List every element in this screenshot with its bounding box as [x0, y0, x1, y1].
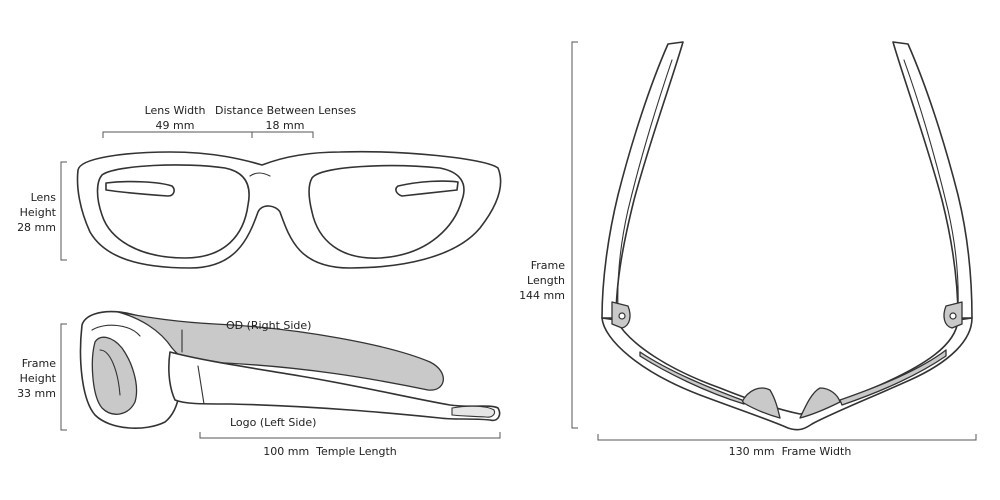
front-view-glasses: [76, 150, 502, 269]
top-right-hinge-screw: [949, 312, 957, 320]
lens-height-label: Lens Height 28 mm: [0, 190, 56, 235]
side-temple-inner: [117, 311, 444, 391]
frame-height-title-2: Height: [19, 372, 56, 385]
top-right-nose-pad: [799, 387, 841, 419]
left-side-label: Logo (Left Side): [230, 416, 317, 429]
bridge-title: Distance Between Lenses: [215, 104, 357, 117]
bridge-label: Distance Between Lenses 18 mm: [215, 103, 357, 133]
lens-width-value: 49 mm: [155, 119, 195, 132]
top-right-temple: [892, 41, 973, 319]
frame-length-line: [571, 41, 578, 429]
side-lens-shading: [91, 336, 138, 415]
lens-height-value: 28 mm: [17, 221, 56, 234]
top-left-hinge-screw: [618, 312, 626, 320]
frame-width-title: Frame Width: [781, 445, 852, 458]
frame-width-label: 130 mm Frame Width: [690, 444, 890, 459]
lens-height-title-2: Height: [19, 206, 56, 219]
frame-width-line: [597, 434, 977, 441]
frame-length-title-2: Length: [527, 274, 565, 287]
top-left-temple: [601, 41, 684, 319]
top-view-glasses: [601, 41, 973, 431]
top-dimension-lines: [571, 41, 977, 441]
front-dimension-lines: [60, 131, 314, 261]
lens-height-line: [60, 161, 67, 261]
right-side-label: OD (Right Side): [226, 319, 312, 332]
temple-length-title: Temple Length: [316, 445, 397, 458]
lens-height-title-1: Lens: [30, 191, 56, 204]
top-right-lens-edge: [839, 349, 947, 406]
front-bridge-line: [249, 172, 271, 177]
bridge-line: [251, 131, 314, 138]
front-right-temple-hint: [395, 180, 459, 197]
lens-width-title: Lens Width: [144, 104, 206, 117]
top-left-lens-edge: [639, 351, 745, 405]
side-logo-slot: [451, 405, 496, 418]
top-right-temple-inner: [903, 59, 959, 311]
side-lens-detail: [99, 349, 121, 396]
temple-length-label: 100 mm Temple Length: [210, 444, 450, 459]
top-left-nose-pad: [741, 387, 781, 419]
lens-width-label: Lens Width 49 mm: [120, 103, 230, 133]
side-dimension-lines: [60, 323, 501, 439]
frame-length-value: 144 mm: [519, 289, 565, 302]
frame-length-title-1: Frame: [530, 259, 565, 272]
side-temple-outer: [168, 351, 501, 422]
front-left-temple-hint: [105, 180, 175, 197]
frame-height-title-1: Frame: [21, 357, 56, 370]
side-joint-line: [197, 365, 205, 405]
frame-height-label: Frame Height 33 mm: [0, 356, 56, 401]
bridge-value: 18 mm: [265, 119, 305, 132]
temple-length-value: 100 mm: [263, 445, 310, 458]
frame-height-value: 33 mm: [17, 387, 56, 400]
side-view-glasses: [79, 310, 501, 429]
frame-height-line: [60, 323, 67, 431]
frame-length-label: Frame Length 144 mm: [505, 258, 565, 303]
temple-length-line: [199, 432, 501, 439]
side-frame-detail: [91, 324, 141, 337]
top-left-temple-inner: [617, 59, 673, 311]
frame-width-value: 130 mm: [728, 445, 775, 458]
